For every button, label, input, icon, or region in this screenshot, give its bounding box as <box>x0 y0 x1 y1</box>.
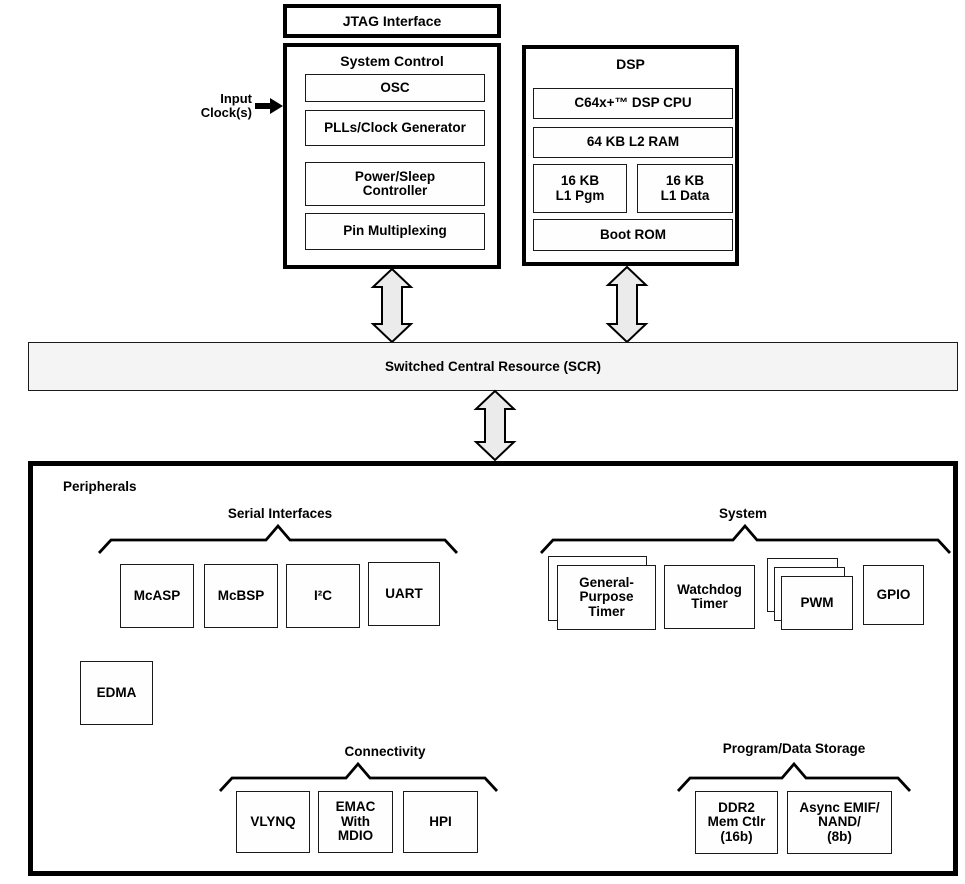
i2c-label: I²C <box>314 587 332 603</box>
osc-label: OSC <box>380 79 410 95</box>
connectivity-brace <box>218 761 499 792</box>
i2c-box: I²C <box>286 564 360 628</box>
dsp-cpu-box: C64x+™ DSP CPU <box>533 88 733 119</box>
pin-multiplexing-box: Pin Multiplexing <box>305 213 485 250</box>
scr-peripherals-arrow-icon <box>473 389 517 462</box>
scr-label: Switched Central Resource (SCR) <box>384 359 602 374</box>
dsp-scr-arrow-icon <box>605 265 649 344</box>
boot-rom-label: Boot ROM <box>600 226 666 242</box>
plls-label: PLLs/Clock Generator <box>324 119 466 135</box>
vlynq-label: VLYNQ <box>250 813 296 829</box>
system-control-title: System Control <box>340 53 444 69</box>
pin-multiplexing-label: Pin Multiplexing <box>343 223 447 239</box>
mcbsp-box: McBSP <box>204 564 278 628</box>
serial-interfaces-brace <box>97 523 459 554</box>
input-clocks-label: Input Clock(s) <box>178 92 252 120</box>
system-control-box: System Control OSC PLLs/Clock Generator … <box>283 43 501 269</box>
system-group-brace <box>539 523 952 554</box>
input-clock-arrow-icon <box>255 98 283 114</box>
mcasp-box: McASP <box>120 564 194 628</box>
async-emif-nand-box: Async EMIF/NAND/(8b) <box>787 791 892 854</box>
serial-interfaces-title: Serial Interfaces <box>227 506 333 521</box>
mcbsp-label: McBSP <box>217 587 265 603</box>
vlynq-box: VLYNQ <box>236 791 310 853</box>
program-data-storage-brace <box>676 761 912 792</box>
system-control-scr-arrow-icon <box>370 267 414 344</box>
program-data-storage-title: Program/Data Storage <box>722 741 866 756</box>
osc-box: OSC <box>305 74 485 102</box>
gpio-label: GPIO <box>876 586 911 602</box>
edma-box: EDMA <box>80 661 153 725</box>
edma-label: EDMA <box>96 684 137 700</box>
pwm-box: PWM <box>781 576 853 630</box>
dsp-title: DSP <box>616 56 645 72</box>
scr-bar: Switched Central Resource (SCR) <box>28 342 958 391</box>
boot-rom-box: Boot ROM <box>533 219 733 251</box>
plls-clock-generator-box: PLLs/Clock Generator <box>305 110 485 146</box>
peripherals-title: Peripherals <box>63 479 137 494</box>
hpi-box: HPI <box>403 791 478 853</box>
input-clocks-line1: Input <box>220 91 252 106</box>
input-clocks-line2: Clock(s) <box>200 105 252 120</box>
connectivity-title: Connectivity <box>344 744 426 759</box>
async-emif-nand-label: Async EMIF/NAND/(8b) <box>799 799 880 844</box>
system-group-title: System <box>718 506 768 521</box>
peripherals-box: Peripherals Serial Interfaces McASP McBS… <box>28 461 958 876</box>
mcasp-label: McASP <box>133 587 181 603</box>
jtag-interface-box: JTAG Interface <box>283 4 501 38</box>
l2-ram-label: 64 KB L2 RAM <box>586 134 680 150</box>
pwm-label: PWM <box>800 594 834 610</box>
uart-box: UART <box>368 562 440 626</box>
uart-label: UART <box>385 585 423 601</box>
hpi-label: HPI <box>429 813 452 829</box>
dsp-cpu-label: C64x+™ DSP CPU <box>574 95 692 111</box>
l2-ram-box: 64 KB L2 RAM <box>533 127 733 158</box>
jtag-interface-label: JTAG Interface <box>342 13 442 29</box>
gpio-box: GPIO <box>863 565 924 625</box>
